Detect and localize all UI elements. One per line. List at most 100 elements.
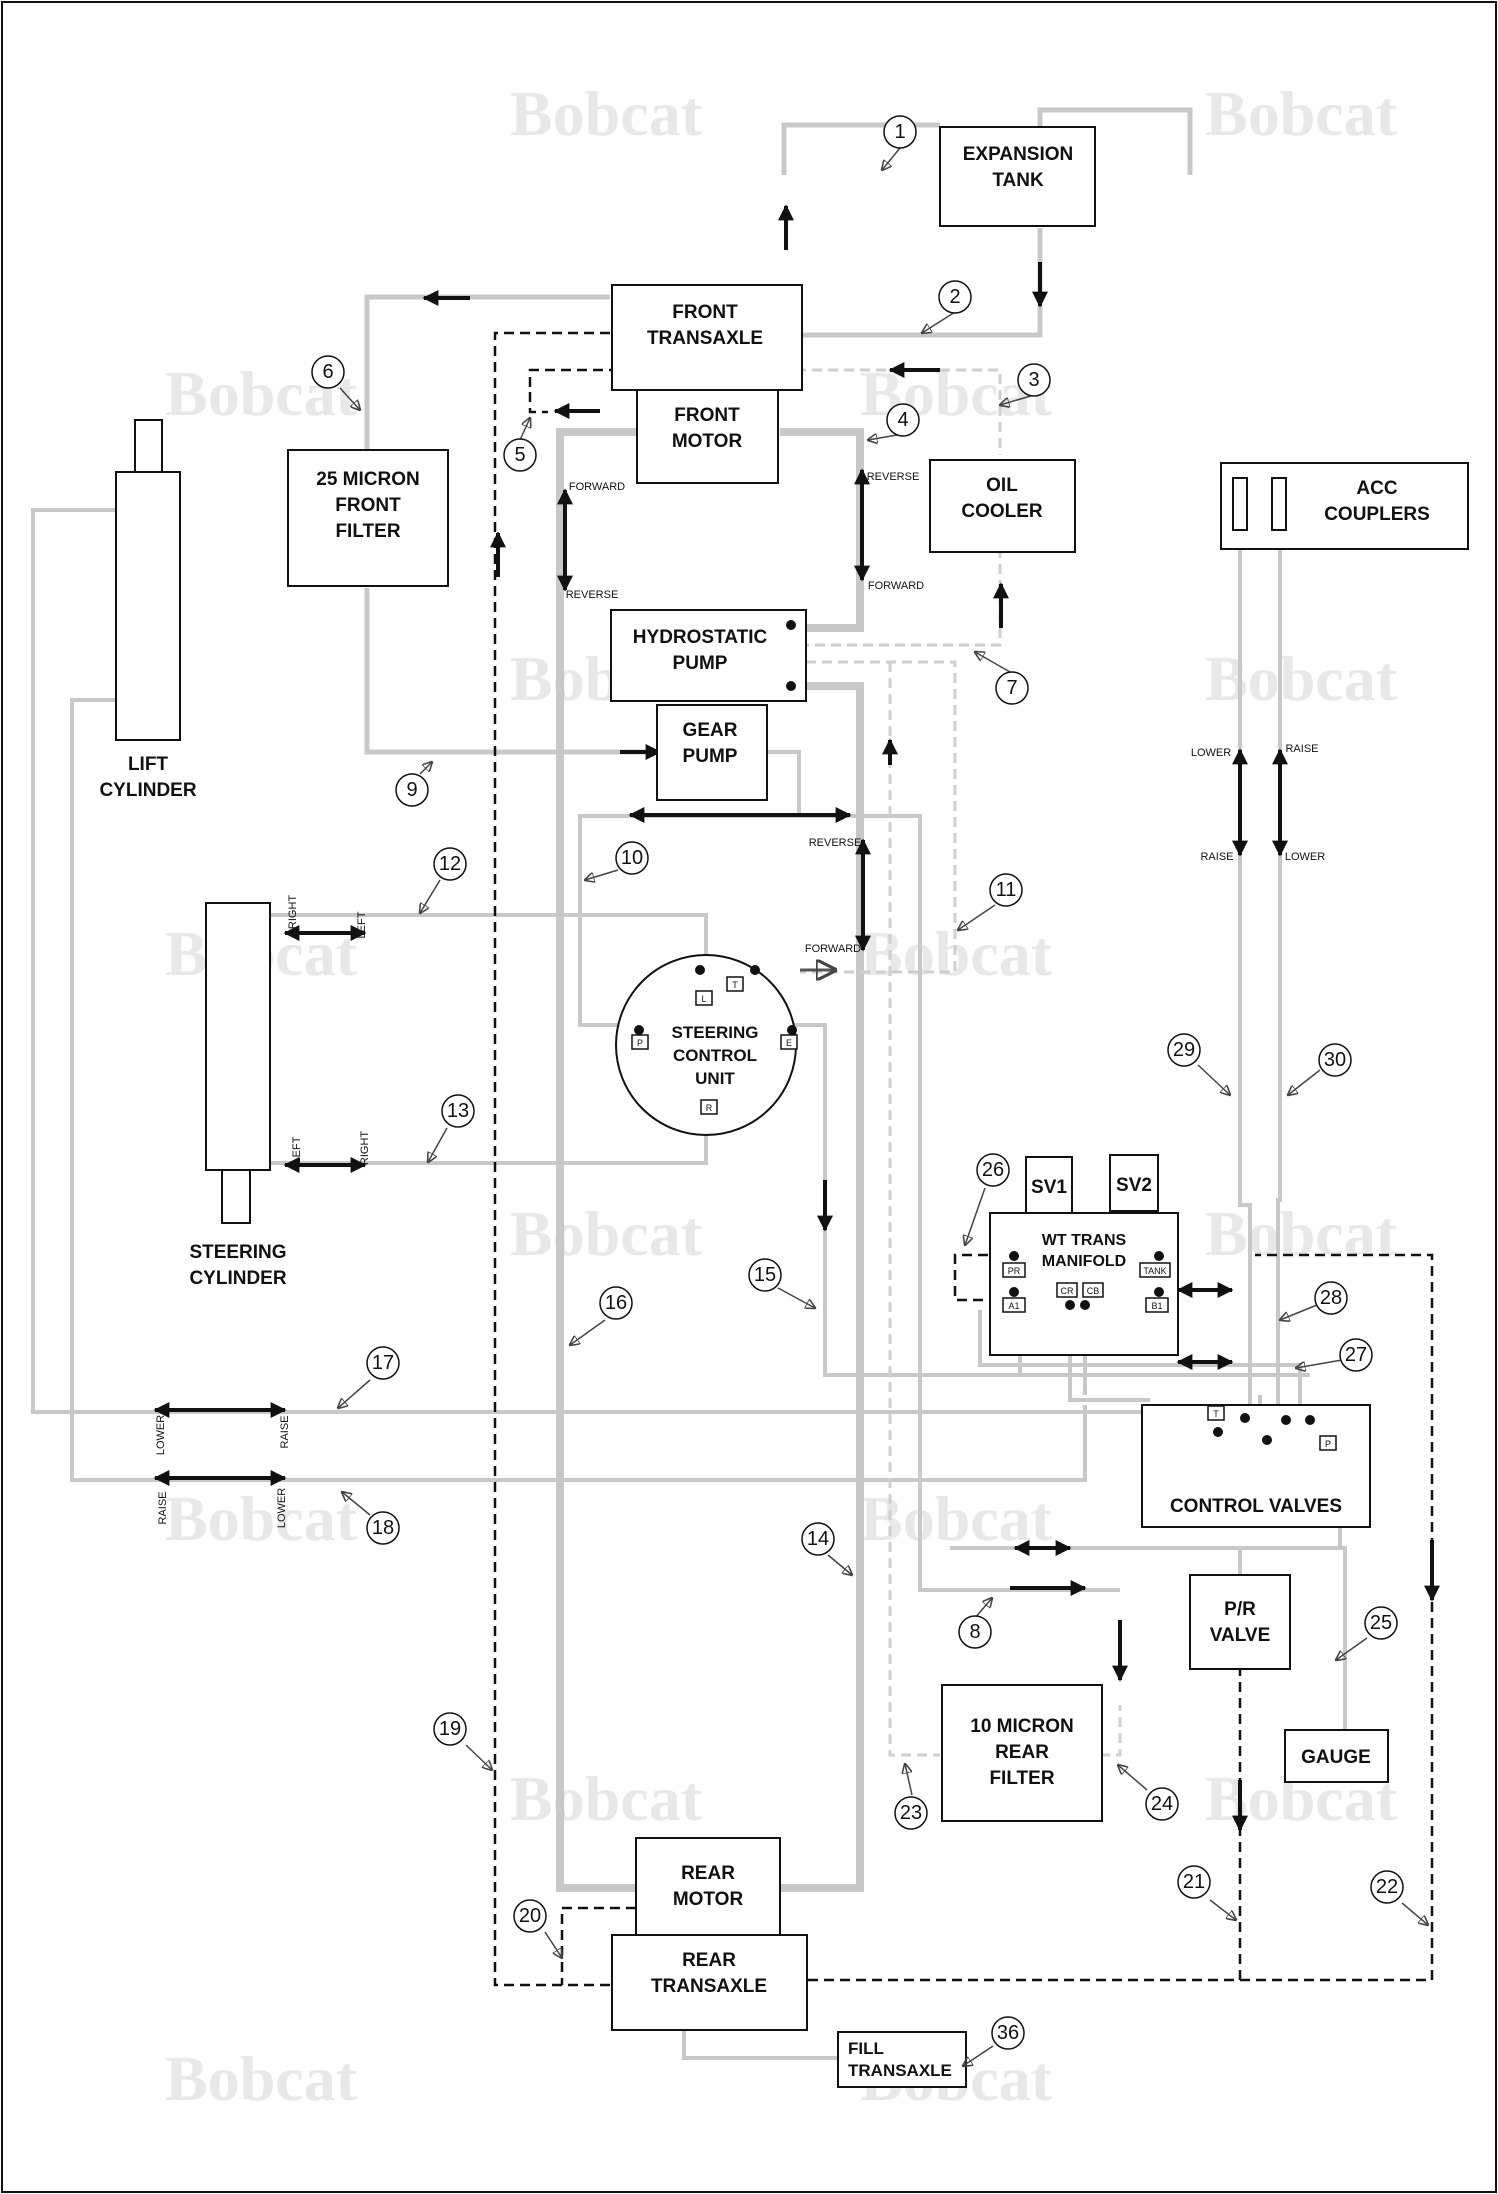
control-valves-box — [1141, 1404, 1371, 1528]
callout-26: 26 — [965, 1153, 1010, 1245]
watermark: Bobcat — [165, 2043, 358, 2114]
callout-15: 15 — [748, 1258, 815, 1308]
svg-text:13: 13 — [447, 1100, 469, 1122]
callout-14: 14 — [801, 1522, 852, 1575]
svg-text:LOWER: LOWER — [276, 1488, 288, 1528]
callout-9: 9 — [395, 762, 432, 807]
svg-text:R: R — [706, 1103, 713, 1113]
watermark: Bobcat — [510, 1763, 703, 1834]
svg-text:TANK: TANK — [1143, 1266, 1166, 1276]
svg-text:LOWER: LOWER — [1285, 851, 1325, 863]
steering-cylinder-body — [205, 902, 271, 1171]
svg-text:2: 2 — [949, 286, 960, 308]
svg-text:3: 3 — [1028, 369, 1039, 391]
watermark: Bobcat — [510, 1198, 703, 1269]
svg-text:10: 10 — [621, 847, 643, 869]
callout-10: 10 — [585, 841, 649, 880]
svg-text:15: 15 — [754, 1264, 776, 1286]
svg-text:18: 18 — [372, 1517, 394, 1539]
callout-30: 30 — [1288, 1043, 1352, 1095]
watermark: Bobcat — [1205, 78, 1398, 149]
svg-text:REVERSE: REVERSE — [566, 589, 619, 601]
svg-text:CR: CR — [1061, 1286, 1074, 1296]
svg-text:FORWARD: FORWARD — [569, 481, 625, 493]
svg-text:11: 11 — [996, 879, 1017, 901]
svg-text:B1: B1 — [1151, 1301, 1162, 1311]
svg-text:24: 24 — [1151, 1793, 1173, 1815]
svg-text:23: 23 — [900, 1802, 922, 1824]
lift-cylinder-body — [115, 471, 181, 741]
acc-coupler-1 — [1232, 477, 1248, 531]
svg-text:RIGHT: RIGHT — [287, 895, 299, 930]
wt-trans-manifold-box — [989, 1212, 1179, 1356]
svg-text:T: T — [1213, 1409, 1219, 1419]
sv2-label: SV2 — [1116, 1175, 1152, 1196]
gear-pump-box — [656, 704, 768, 801]
svg-text:REVERSE: REVERSE — [867, 471, 920, 483]
watermark: Bobcat — [510, 78, 703, 149]
svg-text:LOWER: LOWER — [155, 1415, 167, 1455]
svg-text:CB: CB — [1087, 1286, 1100, 1296]
svg-text:22: 22 — [1376, 1876, 1398, 1898]
svg-text:36: 36 — [997, 2022, 1019, 2044]
sv1-label: SV1 — [1031, 1177, 1067, 1198]
callout-28: 28 — [1280, 1281, 1348, 1320]
svg-text:FORWARD: FORWARD — [805, 943, 861, 955]
svg-text:RAISE: RAISE — [1285, 743, 1318, 755]
svg-text:8: 8 — [969, 1621, 980, 1643]
svg-text:19: 19 — [439, 1718, 461, 1740]
sv2-box — [1109, 1154, 1159, 1212]
svg-text:P: P — [637, 1038, 643, 1048]
front-motor-box — [636, 389, 779, 484]
port-labels: L T P E R PR TANK A1 CR CB B1 T P — [637, 980, 1331, 1449]
callout-3: 3 — [1000, 363, 1051, 405]
callouts: 1 2 3 4 5 6 7 8 9 10 11 12 13 14 15 16 1… — [311, 115, 1428, 2066]
svg-text:L: L — [701, 994, 706, 1004]
flow-arrows — [422, 204, 1440, 1832]
svg-text:E: E — [786, 1038, 792, 1048]
svg-text:LEFT: LEFT — [356, 911, 368, 938]
callout-23: 23 — [894, 1764, 928, 1830]
callout-24: 24 — [1118, 1765, 1179, 1821]
svg-text:26: 26 — [982, 1159, 1004, 1181]
rear-transaxle-box — [611, 1934, 808, 2031]
svg-text:29: 29 — [1173, 1039, 1195, 1061]
svg-text:LOWER: LOWER — [1191, 747, 1231, 759]
front-filter-box — [287, 449, 449, 587]
svg-text:FORWARD: FORWARD — [868, 580, 924, 592]
svg-text:30: 30 — [1324, 1049, 1346, 1071]
front-transaxle-box — [611, 284, 803, 391]
svg-text:20: 20 — [519, 1905, 541, 1927]
callout-6: 6 — [311, 355, 360, 410]
bidirectional-arrows — [153, 468, 1288, 1556]
svg-text:REVERSE: REVERSE — [809, 837, 862, 849]
svg-text:1: 1 — [894, 121, 905, 143]
gauge-box — [1284, 1729, 1389, 1783]
callout-4: 4 — [868, 403, 920, 440]
direction-labels: FORWARD REVERSE REVERSE FORWARD REVERSE … — [155, 471, 1325, 1528]
watermark: Bobcat — [1205, 643, 1398, 714]
callout-16: 16 — [570, 1286, 633, 1345]
svg-text:T: T — [732, 980, 738, 990]
callout-18: 18 — [342, 1492, 400, 1545]
svg-text:7: 7 — [1006, 677, 1017, 699]
sv1-box — [1025, 1156, 1073, 1214]
svg-text:17: 17 — [372, 1352, 394, 1374]
svg-text:RAISE: RAISE — [1200, 851, 1233, 863]
callout-17: 17 — [338, 1346, 400, 1408]
